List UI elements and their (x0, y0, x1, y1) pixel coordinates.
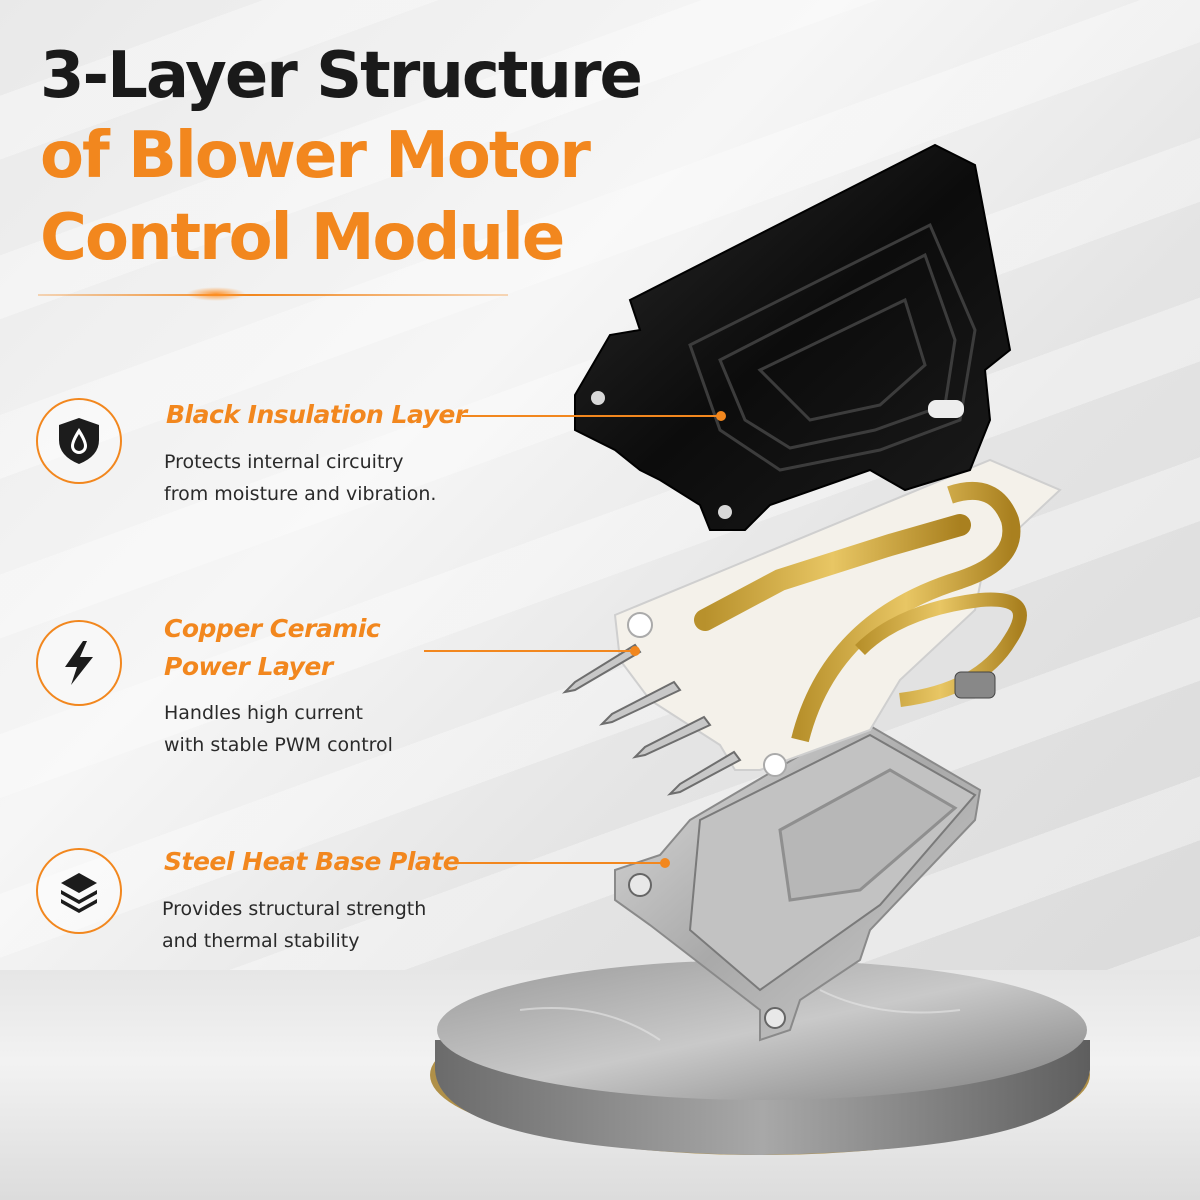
desc-line: Protects internal circuitry (164, 451, 404, 473)
leader-line-copper (424, 650, 634, 652)
steel-base-plate (614, 718, 982, 1042)
connector-pins (561, 643, 742, 796)
copper-ceramic-layer (561, 458, 1062, 796)
title-line: Copper Ceramic (164, 614, 381, 643)
desc-line: and thermal stability (162, 930, 360, 952)
page-title: 3-Layer Structure of Blower Motor Contro… (40, 39, 643, 288)
title-line: Power Layer (164, 652, 333, 681)
title-line-2: of Blower Motor (40, 119, 591, 193)
shield-drop-icon (36, 398, 122, 484)
stacked-layers-icon (36, 848, 122, 934)
leader-dot-insulation (716, 411, 726, 421)
leader-line-steel (444, 862, 664, 864)
desc-line: from moisture and vibration. (164, 483, 437, 505)
feature-desc-copper: Handles high current with stable PWM con… (164, 697, 393, 761)
desc-line: Provides structural strength (162, 898, 427, 920)
title-line-3: Control Module (40, 201, 565, 275)
black-insulation-layer (574, 143, 1012, 531)
feature-title-insulation: Black Insulation Layer (166, 400, 467, 429)
divider-glow (186, 287, 246, 301)
leader-dot-steel (660, 858, 670, 868)
title-line-1: 3-Layer Structure (40, 39, 643, 113)
leader-line-insulation (462, 415, 720, 417)
feature-title-copper: Copper Ceramic Power Layer (164, 610, 381, 686)
desc-line: Handles high current (164, 702, 363, 724)
lightning-bolt-icon (36, 620, 122, 706)
title-divider (38, 294, 508, 296)
feature-desc-steel: Provides structural strength and thermal… (162, 893, 426, 957)
desc-line: with stable PWM control (164, 734, 393, 756)
feature-desc-insulation: Protects internal circuitry from moistur… (164, 446, 436, 510)
leader-dot-copper (630, 646, 640, 656)
feature-title-steel: Steel Heat Base Plate (164, 847, 460, 876)
